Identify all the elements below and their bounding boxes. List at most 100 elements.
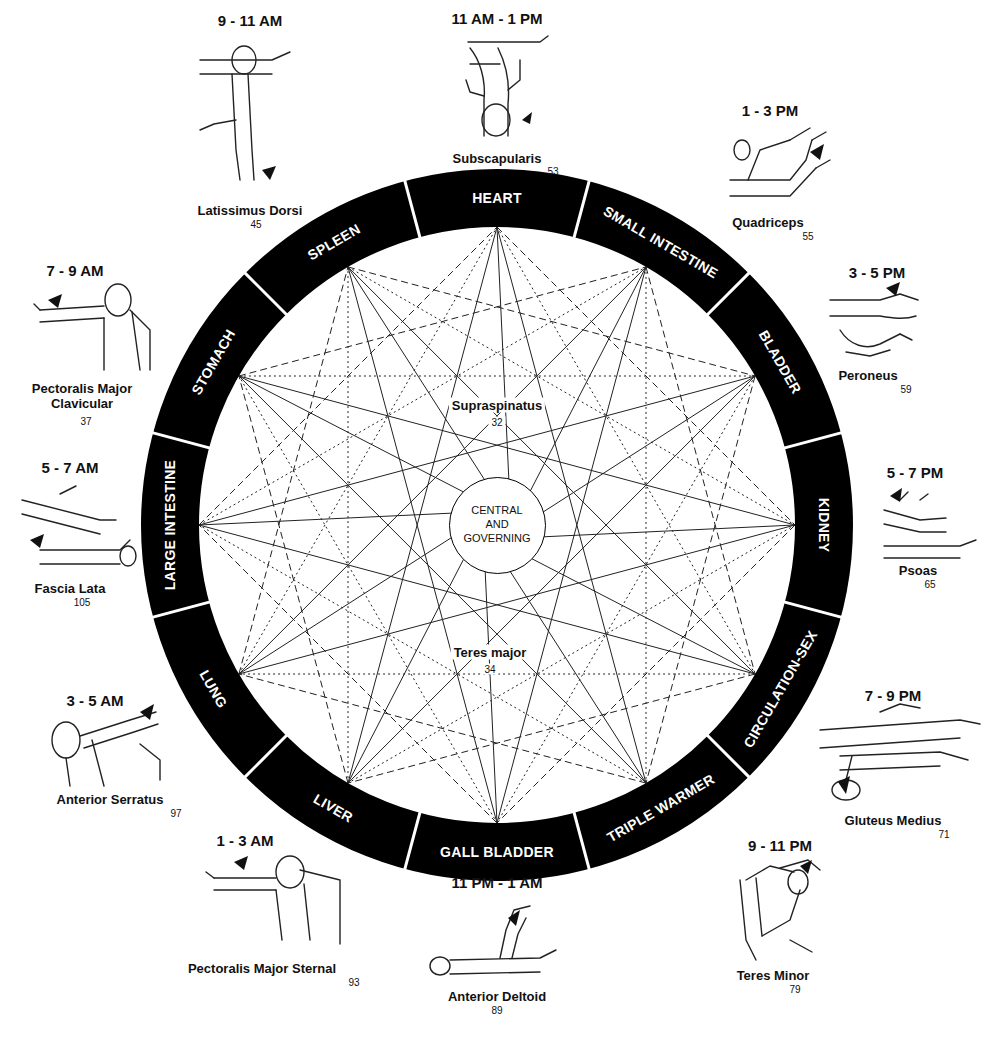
gluteus-medius-sketch <box>820 704 980 800</box>
page-number: 89 <box>491 1005 502 1016</box>
page-number: 93 <box>348 977 359 988</box>
element-line <box>239 537 453 674</box>
muscle-name: Pectoralis Major Clavicular <box>12 382 152 412</box>
muscle-name: Peroneus <box>838 368 897 383</box>
element-line <box>485 569 497 823</box>
time-range: 1 - 3 PM <box>742 102 799 119</box>
meridian-name: STOMACH <box>189 326 239 397</box>
element-line <box>199 525 497 823</box>
pectoralis-major-sternal-sketch <box>206 856 340 944</box>
muscle-name: Quadriceps <box>732 215 804 230</box>
page-number: 79 <box>789 984 800 995</box>
quadriceps-sketch <box>730 128 830 196</box>
meridian-segment: LIVER <box>304 785 362 831</box>
anterior-deltoid-sketch <box>430 906 556 975</box>
muscle-name: Anterior Serratus <box>57 792 164 807</box>
muscle-name: Supraspinatus <box>449 398 545 413</box>
page-number: 34 <box>481 664 498 675</box>
meridian-segment: GALL BLADDER <box>434 841 560 863</box>
muscle-name: Pectoralis Major Sternal <box>188 961 336 976</box>
time-range: 7 - 9 PM <box>865 687 922 704</box>
segment-divider <box>783 432 843 448</box>
element-line <box>199 513 453 525</box>
element-line <box>497 525 795 823</box>
meridian-ring <box>151 179 843 871</box>
element-line <box>509 569 646 783</box>
meridian-segment: LUNG <box>191 660 236 717</box>
teres-minor-sketch <box>740 860 820 960</box>
element-line <box>239 376 646 783</box>
segment-divider <box>151 432 211 448</box>
meridian-name: TRIPLE WARMER <box>604 771 717 846</box>
center-label: CENTRAL AND GOVERNING <box>459 504 535 545</box>
page-number: 97 <box>170 808 181 819</box>
page-number: 105 <box>74 597 91 608</box>
meridian-segment: SPLEEN <box>298 215 369 269</box>
ring-band <box>170 198 824 852</box>
meridian-name: KIDNEY <box>816 498 832 553</box>
latissimus-dorsi-sketch <box>200 46 290 180</box>
page-number: 37 <box>80 416 91 427</box>
meridian-segment: TRIPLE WARMER <box>597 765 723 851</box>
element-line <box>348 267 755 674</box>
meridian-segment: CIRCULATION-SEX <box>735 620 826 756</box>
meridian-name: CIRCULATION-SEX <box>740 627 820 750</box>
muscle-name: Subscapularis <box>453 151 542 166</box>
page-number: 59 <box>900 384 911 395</box>
page-number: 45 <box>250 219 261 230</box>
fascia-lata-sketch <box>22 486 136 566</box>
meridian-name: GALL BLADDER <box>440 844 554 860</box>
segment-divider <box>404 811 420 871</box>
meridian-segment: BLADDER <box>750 320 810 402</box>
muscle-name: Anterior Deltoid <box>448 989 546 1004</box>
meridian-segment: KIDNEY <box>813 492 835 559</box>
anterior-serratus-sketch <box>52 712 160 786</box>
meridian-name: SMALL INTESTINE <box>600 203 720 282</box>
element-line <box>646 267 647 783</box>
pectoralis-major-clavicular-sketch <box>34 284 150 370</box>
element-line <box>348 376 755 783</box>
page-number: 53 <box>547 166 558 177</box>
psoas-sketch <box>884 492 976 558</box>
muscle-name: Latissimus Dorsi <box>198 203 303 218</box>
time-range: 1 - 3 AM <box>217 832 274 849</box>
muscle-name: Teres Minor <box>737 968 810 983</box>
element-line <box>348 267 485 481</box>
meridian-name: BLADDER <box>756 327 805 396</box>
element-line <box>199 227 497 525</box>
time-range: 11 AM - 1 PM <box>451 10 542 27</box>
element-line <box>239 267 646 674</box>
time-range: 3 - 5 AM <box>67 692 124 709</box>
time-range: 5 - 7 PM <box>887 464 944 481</box>
element-line <box>541 525 795 537</box>
element-line <box>239 376 465 492</box>
muscle-test-sketches <box>22 36 980 975</box>
segment-divider <box>244 272 288 316</box>
segment-divider <box>244 734 288 778</box>
element-line <box>348 267 349 783</box>
meridian-segment: STOMACH <box>183 319 244 403</box>
time-range: 11 PM - 1 AM <box>451 874 542 891</box>
meridian-name: LUNG <box>197 667 231 710</box>
muscle-name: Teres major <box>451 645 530 660</box>
meridian-name: LIVER <box>311 791 356 826</box>
page-number: 71 <box>938 829 949 840</box>
meridian-name: SPLEEN <box>304 220 362 263</box>
muscle-name: Gluteus Medius <box>845 813 942 828</box>
time-range: 9 - 11 AM <box>218 12 282 29</box>
segment-divider <box>783 602 843 618</box>
peroneus-sketch <box>830 294 918 356</box>
segment-divider <box>404 179 420 239</box>
element-line <box>530 558 756 674</box>
page-number: 65 <box>924 579 935 590</box>
time-range: 5 - 7 AM <box>42 459 99 476</box>
muscle-name: Psoas <box>899 563 937 578</box>
time-range: 3 - 5 PM <box>849 264 906 281</box>
pressure-arrows <box>30 112 902 926</box>
muscle-name: Fascia Lata <box>35 581 106 596</box>
time-range: 7 - 9 AM <box>47 262 104 279</box>
element-line <box>239 376 755 377</box>
segment-divider <box>151 602 211 618</box>
meridian-segment: HEART <box>466 187 528 209</box>
